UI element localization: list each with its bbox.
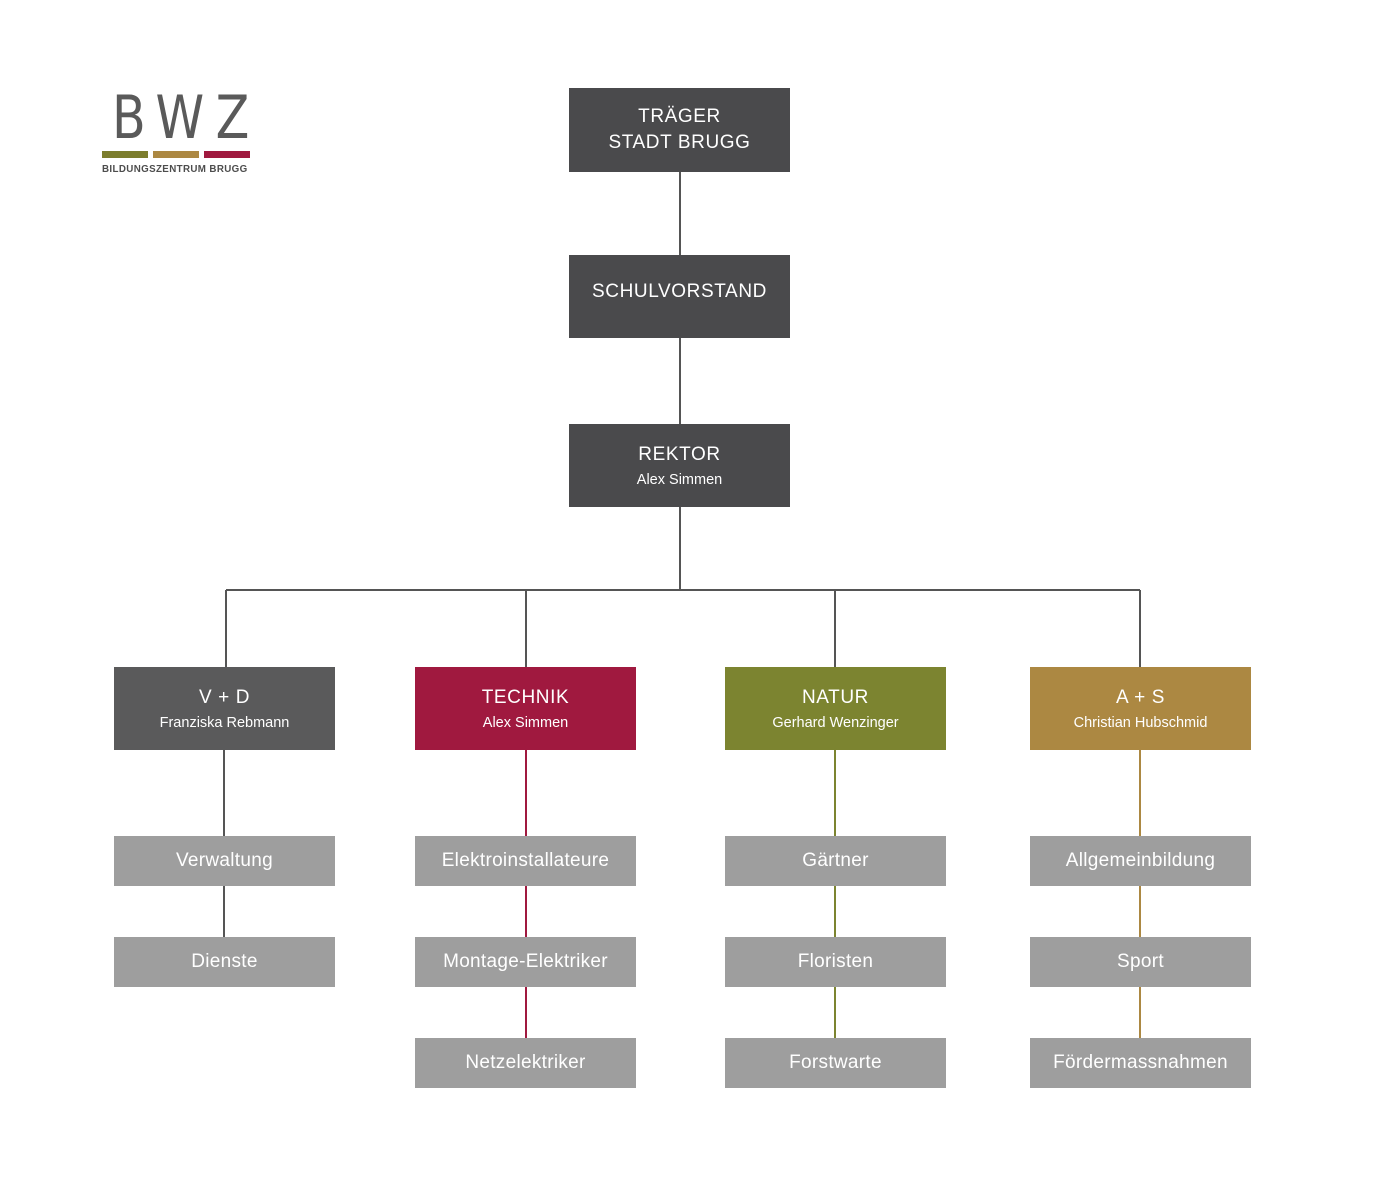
dept-as-title: A + S (1116, 686, 1165, 708)
unit-verwaltung: Verwaltung (114, 836, 335, 886)
box-rektor: REKTOR Alex Simmen (569, 424, 790, 507)
box-dept-vd: V + D Franziska Rebmann (114, 667, 335, 750)
dept-as-head: Christian Hubschmid (1073, 714, 1208, 731)
schulvorstand-title: SCHULVORSTAND (592, 280, 767, 302)
unit-label: Gärtner (802, 850, 869, 871)
dept-vd-title: V + D (198, 686, 251, 708)
box-dept-natur: NATUR Gerhard Wenzinger (725, 667, 946, 750)
unit-netzelektriker: Netzelektriker (415, 1038, 636, 1088)
dept-technik-title: TECHNIK (481, 686, 570, 708)
logo-subtitle: BILDUNGSZENTRUM BRUGG (102, 163, 248, 175)
unit-label: Elektroinstallateure (441, 850, 610, 871)
unit-allgemeinbildung: Allgemeinbildung (1030, 836, 1251, 886)
unit-gaertner: Gärtner (725, 836, 946, 886)
unit-label: Forstwarte (789, 1052, 882, 1073)
traeger-line2: STADT BRUGG (608, 132, 751, 153)
unit-label: Fördermassnahmen (1053, 1052, 1228, 1073)
logo-bar-olive (102, 151, 148, 158)
unit-elektroinstallateure: Elektroinstallateure (415, 836, 636, 886)
unit-label: Sport (1117, 951, 1164, 972)
unit-label: Allgemeinbildung (1065, 850, 1216, 871)
rektor-title: REKTOR (638, 443, 721, 465)
rektor-name: Alex Simmen (636, 471, 723, 488)
unit-foerdermassnahmen: Fördermassnahmen (1030, 1038, 1251, 1088)
traeger-line1: TRÄGER (638, 106, 721, 127)
dept-technik-head: Alex Simmen (482, 714, 569, 731)
unit-sport: Sport (1030, 937, 1251, 987)
unit-forstwarte: Forstwarte (725, 1038, 946, 1088)
dept-natur-title: NATUR (801, 686, 870, 708)
unit-label: Netzelektriker (465, 1052, 586, 1073)
box-schulvorstand: SCHULVORSTAND (569, 255, 790, 338)
unit-label: Floristen (797, 951, 874, 972)
logo-bar-crimson (204, 151, 250, 158)
box-traeger: TRÄGER STADT BRUGG (569, 88, 790, 172)
logo-bar-gold (153, 151, 199, 158)
dept-natur-head: Gerhard Wenzinger (772, 714, 899, 731)
unit-montage-elektriker: Montage-Elektriker (415, 937, 636, 987)
unit-label: Dienste (191, 951, 258, 972)
box-dept-technik: TECHNIK Alex Simmen (415, 667, 636, 750)
unit-label: Verwaltung (175, 850, 273, 871)
dept-vd-head: Franziska Rebmann (159, 714, 290, 731)
logo-color-bars (102, 151, 250, 158)
unit-floristen: Floristen (725, 937, 946, 987)
box-dept-as: A + S Christian Hubschmid (1030, 667, 1251, 750)
unit-label: Montage-Elektriker (443, 951, 608, 972)
unit-dienste: Dienste (114, 937, 335, 987)
